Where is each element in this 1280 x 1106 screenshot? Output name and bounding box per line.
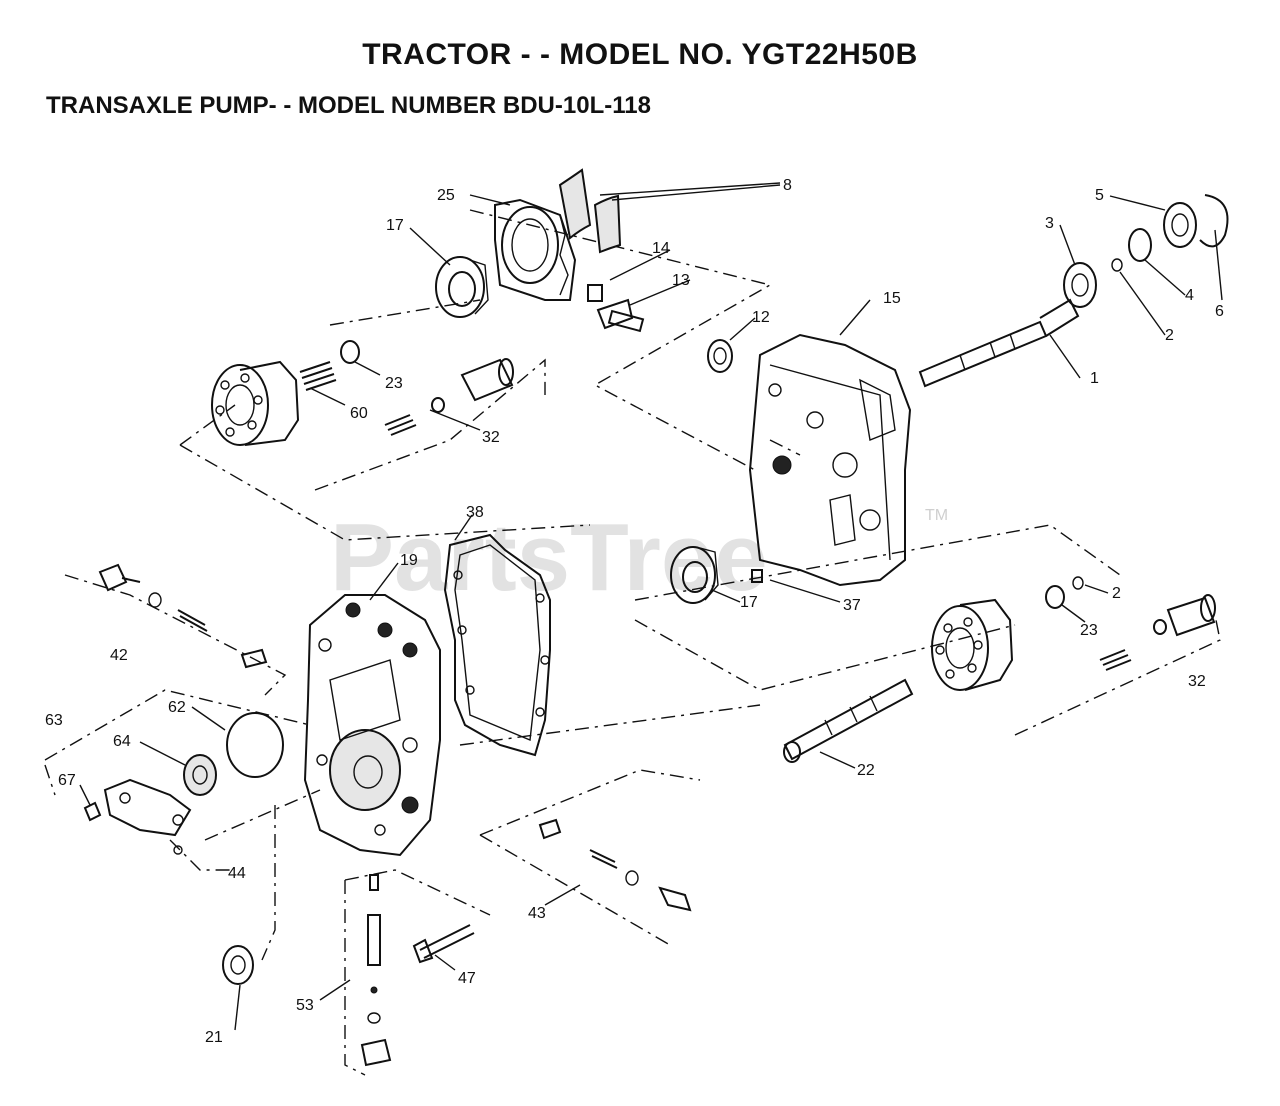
callout-14: 14 <box>652 240 670 257</box>
callout-15: 15 <box>883 290 901 307</box>
part-60-spring <box>299 361 337 391</box>
callout-42: 42 <box>110 647 128 664</box>
part-53-valve-stack <box>360 874 392 1067</box>
part-17-seal-lower <box>670 546 719 604</box>
callout-38: 38 <box>466 504 484 521</box>
callout-12: 12 <box>752 309 770 326</box>
callout-25: 25 <box>437 187 455 204</box>
part-5-bearing <box>1163 202 1197 248</box>
part-2-oring-upper <box>1111 258 1123 272</box>
part-32-relief-upper <box>384 358 514 436</box>
part-63-cover <box>103 778 192 837</box>
callout-2-lower: 2 <box>1112 585 1121 602</box>
watermark-text: PartsTree <box>330 504 768 611</box>
part-6-snap-ring <box>1199 194 1229 248</box>
callout-32-lower: 32 <box>1188 673 1206 690</box>
callout-64: 64 <box>113 733 131 750</box>
part-43-check-valve <box>538 818 692 912</box>
part-25-charge-housing <box>494 198 577 301</box>
part-67-screw <box>83 801 102 822</box>
callout-labels: 1 2 2 3 4 5 6 8 12 13 14 15 17 17 19 21 … <box>45 177 1224 1046</box>
callout-3: 3 <box>1045 215 1054 232</box>
part-17-seal-upper <box>435 256 489 318</box>
part-47-bolt <box>412 924 475 964</box>
part-23-ring-upper <box>340 340 360 364</box>
callout-19: 19 <box>400 552 418 569</box>
callout-60: 60 <box>350 405 368 422</box>
callout-53: 53 <box>296 997 314 1014</box>
callout-47: 47 <box>458 970 476 987</box>
leader-lines <box>79 182 1223 1031</box>
part-3-bearing <box>1063 262 1097 308</box>
part-42-check-valve <box>98 563 268 669</box>
part-cylinder-block-upper <box>211 360 300 446</box>
part-12-bushing <box>707 339 733 373</box>
callout-8: 8 <box>783 177 792 194</box>
part-13-control-shaft <box>596 298 645 333</box>
callout-13: 13 <box>672 272 690 289</box>
part-15-housing <box>748 333 912 587</box>
callout-23-upper: 23 <box>385 375 403 392</box>
part-1-input-shaft <box>918 298 1080 388</box>
callout-4: 4 <box>1185 287 1194 304</box>
part-37-pin <box>751 569 763 583</box>
part-64-filter <box>183 754 217 796</box>
diagram-subtitle: TRANSAXLE PUMP- - MODEL NUMBER BDU-10L-1… <box>46 92 651 119</box>
part-14-key <box>587 284 603 302</box>
callout-62: 62 <box>168 699 186 716</box>
callout-5: 5 <box>1095 187 1104 204</box>
watermark-tm: TM <box>925 507 948 524</box>
part-19-center-section <box>303 594 441 857</box>
part-23-ring-lower <box>1045 585 1065 609</box>
part-44-plug <box>173 845 183 855</box>
callout-17-lower: 17 <box>740 594 758 611</box>
callout-67: 67 <box>58 772 76 789</box>
callout-21: 21 <box>205 1029 223 1046</box>
part-8-thrust-plates <box>558 168 622 254</box>
part-4-washer <box>1128 228 1152 262</box>
callout-43: 43 <box>528 905 546 922</box>
callout-1: 1 <box>1090 370 1099 387</box>
part-32-relief-lower <box>1099 594 1216 671</box>
callout-23-lower: 23 <box>1080 622 1098 639</box>
part-2-oring-lower <box>1072 576 1084 590</box>
callout-22: 22 <box>857 762 875 779</box>
callout-32-upper: 32 <box>482 429 500 446</box>
assembly-lines <box>44 209 1221 1076</box>
part-22-pump-shaft <box>783 678 914 763</box>
callout-17-upper: 17 <box>386 217 404 234</box>
callout-6: 6 <box>1215 303 1224 320</box>
diagram-title: TRACTOR - - MODEL NO. YGT22H50B <box>362 38 918 71</box>
part-21-bearing <box>222 945 254 985</box>
callout-44: 44 <box>228 865 246 882</box>
part-cylinder-block-lower <box>931 598 1014 691</box>
part-38-gasket <box>443 533 551 757</box>
callout-2-upper: 2 <box>1165 327 1174 344</box>
part-62-ring <box>226 712 284 778</box>
callout-37: 37 <box>843 597 861 614</box>
callout-63: 63 <box>45 712 63 729</box>
